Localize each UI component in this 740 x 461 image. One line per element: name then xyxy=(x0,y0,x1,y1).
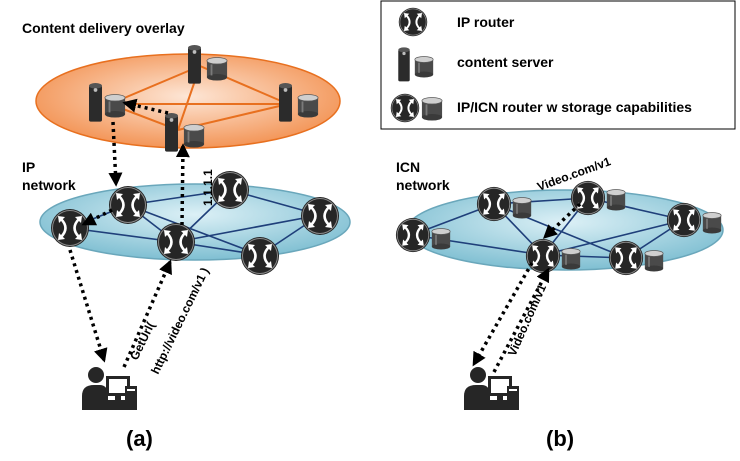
ip-router-4 xyxy=(300,196,340,236)
ip-router-6 xyxy=(240,236,280,276)
user-icon-a xyxy=(82,367,137,410)
user-icon-b xyxy=(464,367,519,410)
panel-a: Content delivery overlay IP network xyxy=(22,20,351,451)
get-url-label: GetUrl( xyxy=(127,320,157,363)
router-icon xyxy=(398,7,428,37)
url-label: http://video.com/v1 ) xyxy=(148,265,212,376)
icn-network-label-line2: network xyxy=(396,177,450,193)
ip-network-label-line2: network xyxy=(22,177,76,193)
legend: IP router content server IP/ICN router w… xyxy=(380,0,736,130)
panel-b-flows xyxy=(472,202,582,373)
ip-address-label: 1.1.1.1 xyxy=(201,169,215,206)
caption-a: (a) xyxy=(126,426,153,451)
caption-b: (b) xyxy=(546,426,574,451)
ip-router-2 xyxy=(108,185,148,225)
overlay-title: Content delivery overlay xyxy=(22,20,185,36)
ip-router-3 xyxy=(210,170,250,210)
icn-router-3 xyxy=(570,180,626,216)
ip-router-1 xyxy=(50,208,90,248)
panel-a-flows xyxy=(68,98,190,368)
legend-ip-router-label: IP router xyxy=(457,14,515,30)
panel-b: ICN network Video.com/v1 Video.com/v1 xyxy=(395,154,724,451)
icn-name-label-bottom: Video.com/v1 xyxy=(505,282,549,358)
content-server-2 xyxy=(188,45,228,84)
icn-router-4 xyxy=(666,202,722,238)
ip-network-label-line1: IP xyxy=(22,159,35,175)
legend-ip-icn-router-label: IP/ICN router w storage capabilities xyxy=(457,99,692,115)
legend-content-server-label: content server xyxy=(457,54,554,70)
ip-router-5 xyxy=(156,222,196,262)
icn-network-label-line1: ICN xyxy=(396,159,420,175)
